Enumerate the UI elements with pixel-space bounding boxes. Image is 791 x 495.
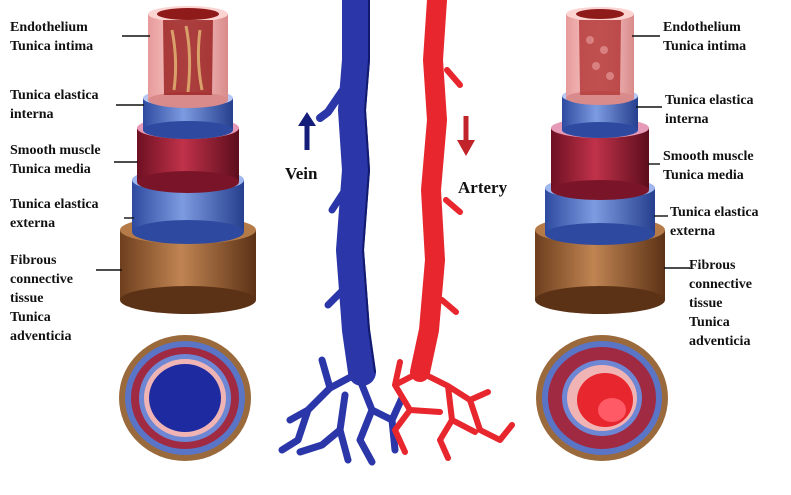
artery-label: Artery (458, 178, 507, 198)
artery-label-smooth-muscle: Smooth muscle Tunica media (663, 147, 754, 185)
artery-flow-down-arrow-icon (457, 116, 475, 156)
vein-label-elastica-interna: Tunica elastica interna (10, 86, 99, 124)
vein-label: Vein (285, 164, 317, 184)
artery-label-elastica-externa: Tunica elastica externa (670, 203, 759, 241)
vein-intima-layer (148, 6, 228, 108)
vein-label-intima: Endothelium Tunica intima (10, 18, 93, 56)
artery-label-elastica-interna: Tunica elastica interna (665, 91, 754, 129)
vein-label-adventicia: Fibrous connective tissue Tunica adventi… (10, 251, 73, 346)
vein-label-smooth-muscle: Smooth muscle Tunica media (10, 141, 101, 179)
vein-flow-up-arrow-icon (298, 112, 316, 150)
artery-tree (395, 0, 512, 458)
artery-label-adventicia: Fibrous connective tissue Tunica adventi… (689, 256, 752, 351)
vein-cross-section (119, 335, 251, 461)
artery-label-intima: Endothelium Tunica intima (663, 18, 746, 56)
artery-intima-layer (566, 7, 634, 105)
artery-wall-stack (535, 7, 665, 314)
vein-tree (282, 0, 402, 462)
vein-wall-stack (120, 6, 256, 314)
artery-cross-section (536, 335, 668, 461)
vein-label-elastica-externa: Tunica elastica externa (10, 195, 99, 233)
